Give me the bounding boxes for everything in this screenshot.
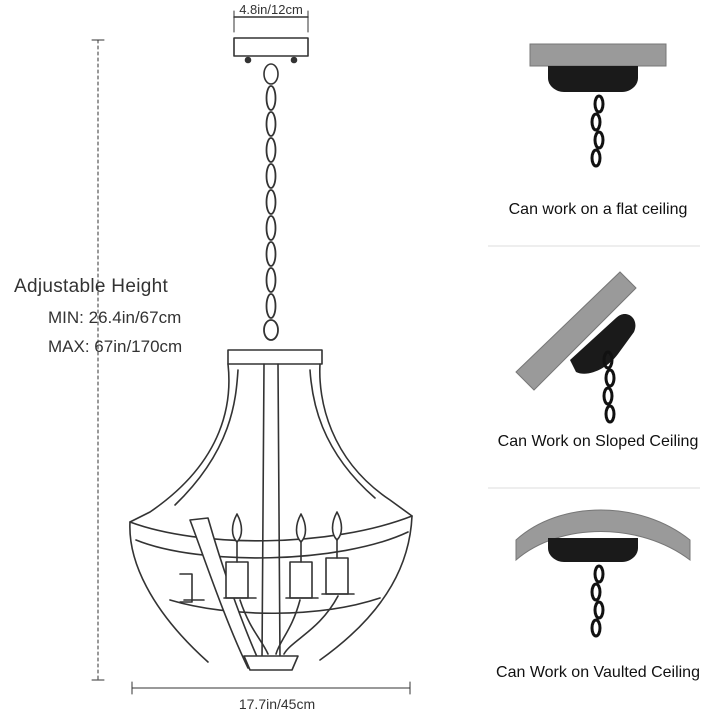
vaulted-ceiling-mount-icon <box>515 509 691 638</box>
flat-ceiling-mount-icon <box>529 43 667 168</box>
adjustable-height-title: Adjustable Height <box>14 276 169 297</box>
canopy-width-label: 4.8in/12cm <box>239 2 303 17</box>
body-width-label: 17.7in/45cm <box>238 696 316 712</box>
chain <box>263 85 279 341</box>
max-value: 67in/170cm <box>94 337 183 356</box>
candle-sockets <box>179 511 355 655</box>
canopy <box>233 37 309 57</box>
canopy-width-dimension <box>233 10 309 33</box>
sloped-ceiling-caption: Can Work on Sloped Ceiling <box>497 433 699 450</box>
sloped-ceiling-mount-icon <box>515 271 637 424</box>
min-value: 26.4in/67cm <box>88 308 182 327</box>
max-height-row: MAX: 67in/170cm <box>48 337 182 357</box>
min-label: MIN: <box>48 308 84 327</box>
vaulted-ceiling-caption: Can Work on Vaulted Ceiling <box>496 664 700 681</box>
body-width-dimension <box>131 681 411 695</box>
max-label: MAX: <box>48 337 90 356</box>
flat-ceiling-caption: Can work on a flat ceiling <box>508 201 688 218</box>
min-height-row: MIN: 26.4in/67cm <box>48 308 181 328</box>
